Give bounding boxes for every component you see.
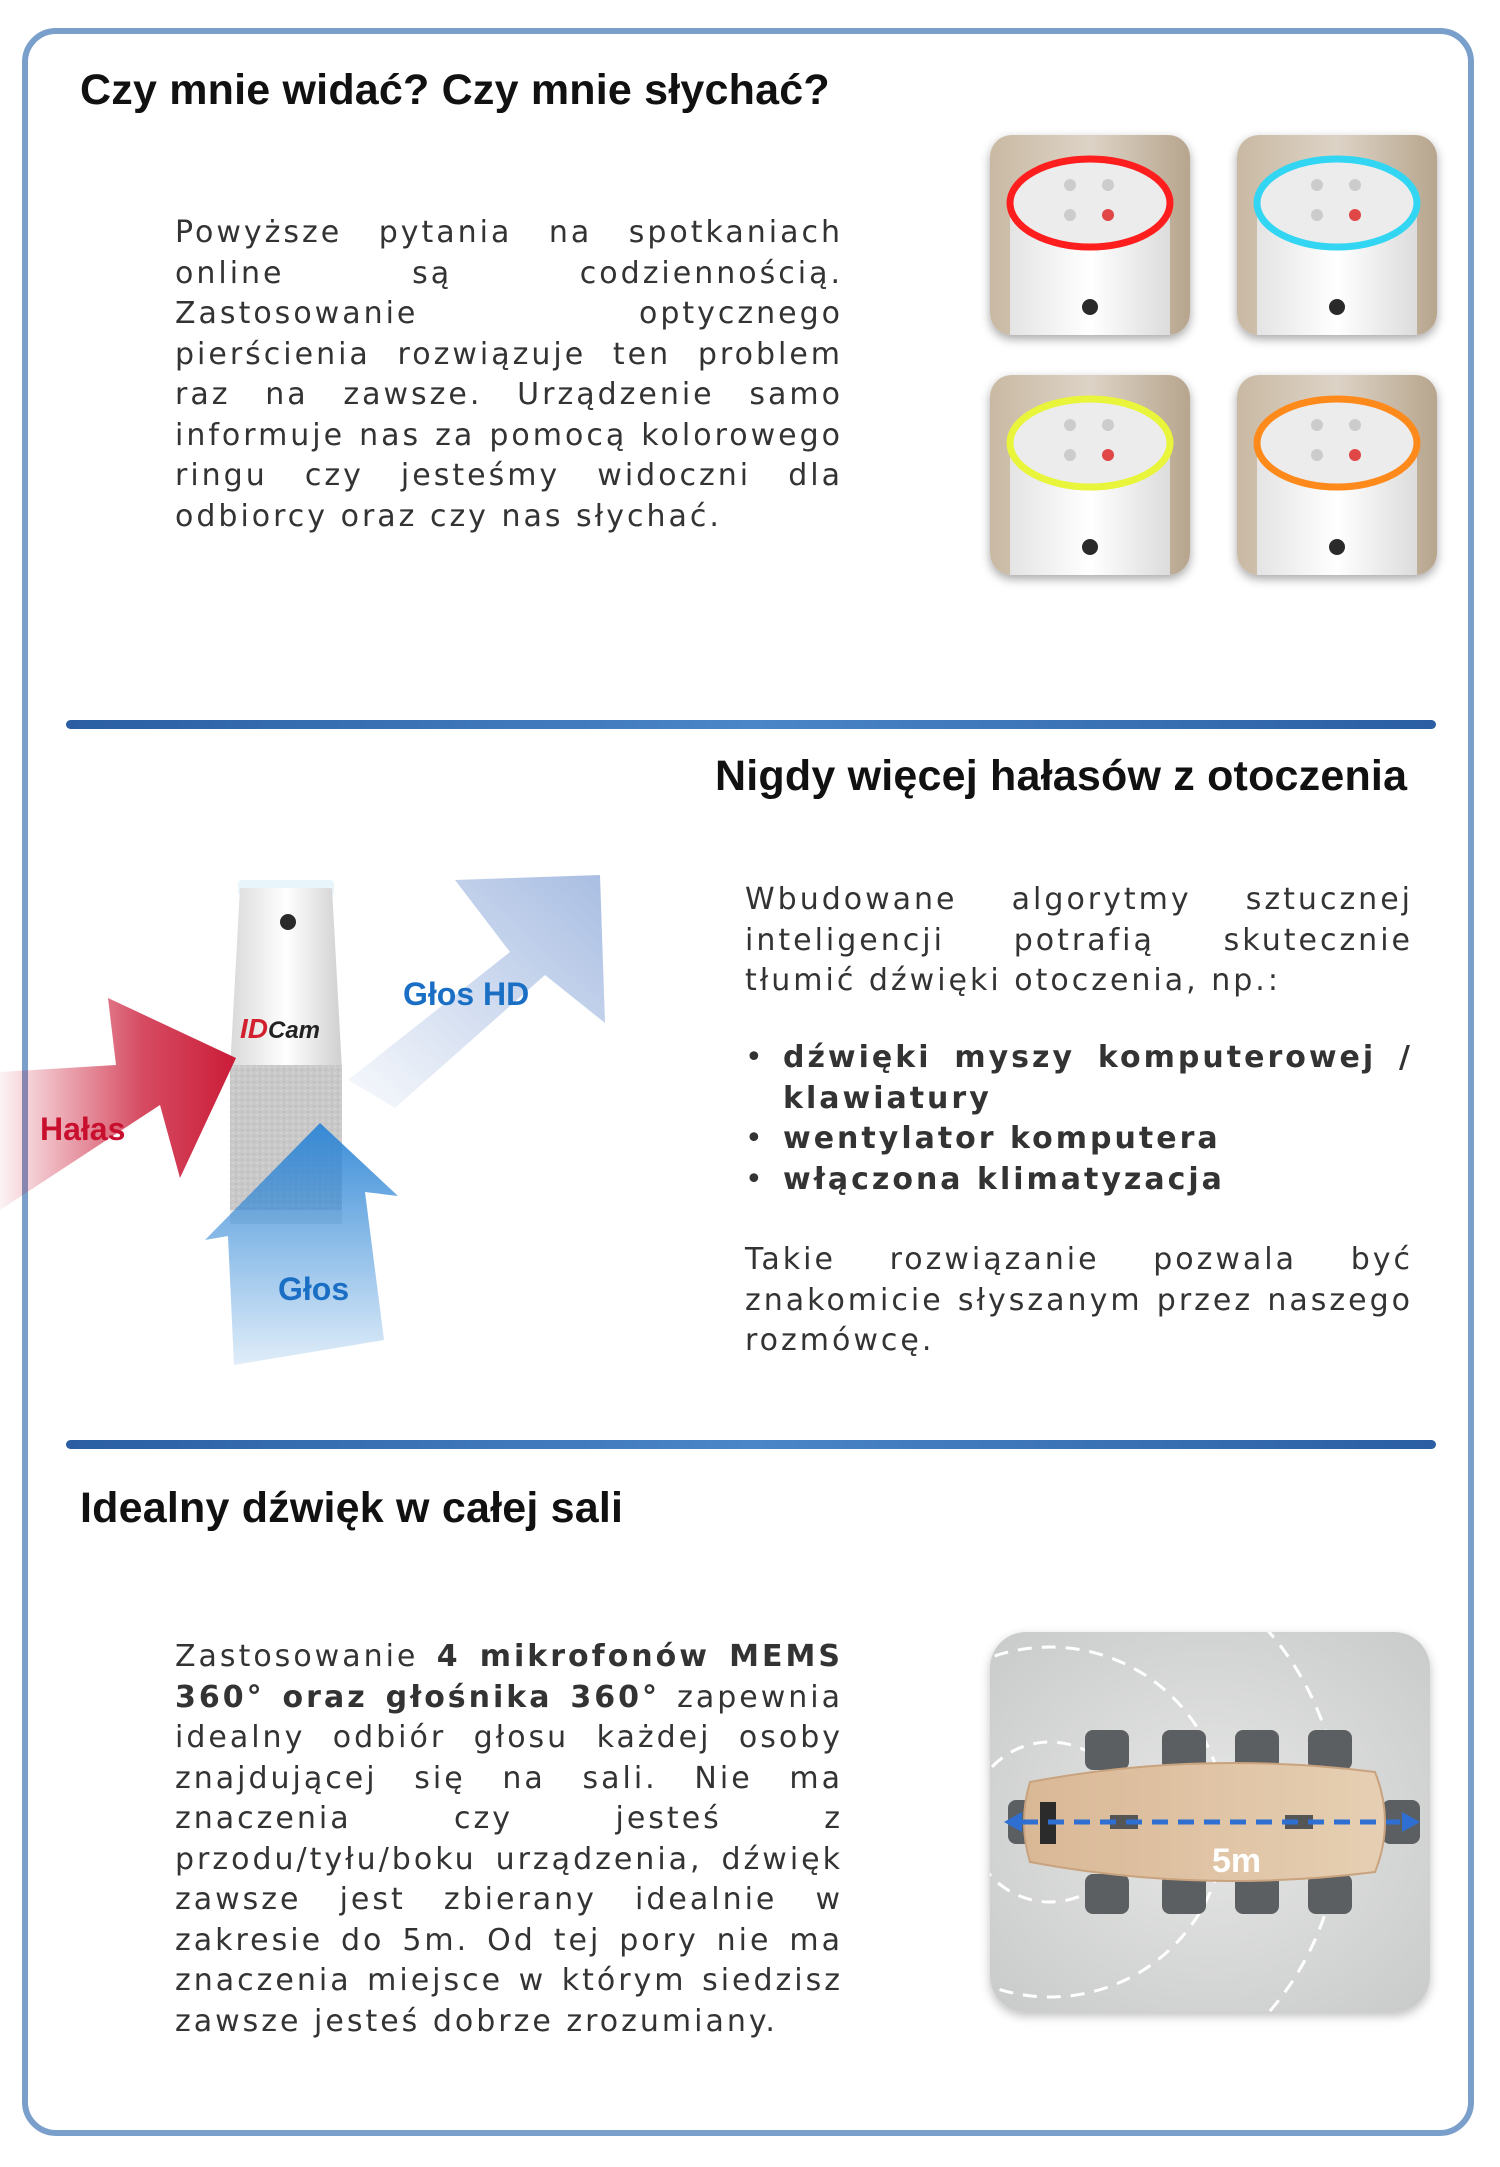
section-title-visibility: Czy mnie widać? Czy mnie słychać?	[80, 66, 830, 114]
noise-suppression-diagram: IDCam Głos HD Hałas Głos	[0, 875, 605, 1365]
voice-hd-label: Głos HD	[403, 976, 529, 1012]
noise-examples-list: • dźwięki myszy komputerowej / klawiatury…	[745, 1038, 1413, 1200]
noise-intro-text: Wbudowane algorytmy sztucznej inteligenc…	[745, 882, 1413, 998]
section-divider	[66, 720, 1436, 729]
bullet-icon: •	[745, 1040, 766, 1075]
noise-example-item: • dźwięki myszy komputerowej / klawiatury	[745, 1038, 1413, 1119]
noise-example-text: wentylator komputera	[783, 1121, 1221, 1156]
range-label: 5m	[1212, 1842, 1261, 1880]
section-body-visibility: Powyższe pytania na spotkaniach online s…	[175, 215, 843, 534]
arrow-right-icon	[1402, 1812, 1420, 1832]
arrow-left-icon	[1004, 1812, 1022, 1832]
voice-label: Głos	[278, 1271, 349, 1307]
bullet-icon: •	[745, 1161, 766, 1197]
camera-lens-icon	[280, 914, 296, 930]
noise-example-item: • włączona klimatyzacja	[745, 1160, 1413, 1201]
noise-label: Hałas	[40, 1111, 125, 1147]
ring-status-image	[1237, 375, 1437, 575]
bullet-icon: •	[745, 1121, 766, 1156]
noise-arrow	[0, 998, 236, 1210]
noise-example-item: • wentylator komputera	[745, 1119, 1413, 1160]
noise-outro-text: Takie rozwiązanie pozwala być znakomicie…	[745, 1242, 1413, 1358]
voice-hd-arrow	[348, 875, 605, 1108]
room-sound-text: Zastosowanie 4 mikrofonów MEMS 360° oraz…	[175, 1639, 843, 2039]
brand-logo: IDCam	[240, 1013, 320, 1044]
ring-status-image	[990, 135, 1190, 335]
conference-room-diagram: 5m	[990, 1632, 1430, 2012]
noise-example-text: dźwięki myszy komputerowej / klawiatury	[783, 1040, 1413, 1116]
voice-arrow	[205, 1123, 398, 1365]
ring-status-image	[990, 375, 1190, 575]
noise-example-text: włączona klimatyzacja	[783, 1161, 1225, 1197]
section-title-noise: Nigdy więcej hałasów z otoczenia	[715, 752, 1408, 800]
ring-status-image	[1237, 135, 1437, 335]
section-divider	[66, 1440, 1436, 1449]
section-title-room-sound: Idealny dźwięk w całej sali	[80, 1484, 624, 1532]
